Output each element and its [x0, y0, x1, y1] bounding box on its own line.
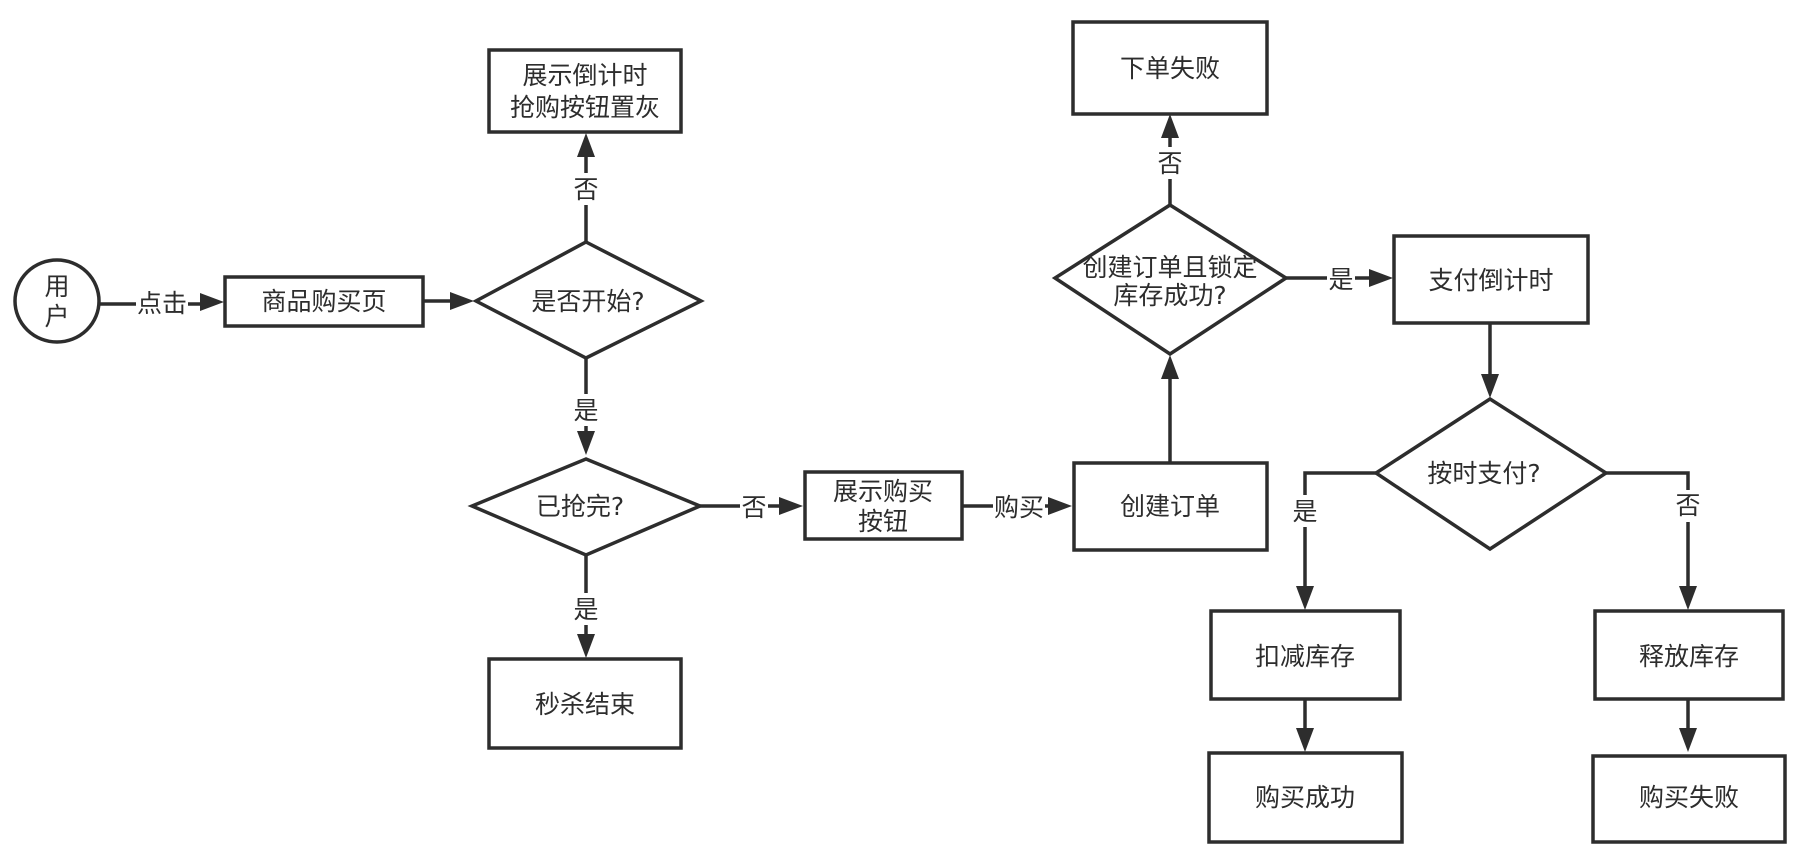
decision-node-paid-on-time: 按时支付? [1372, 396, 1610, 552]
node-label-line: 创建订单且锁定 [1082, 253, 1257, 282]
node-label-line: 抢购按钮置灰 [510, 93, 660, 122]
arrowhead [1296, 586, 1314, 610]
node-label-line: 商品购买页 [261, 287, 386, 316]
arrowhead [779, 497, 803, 515]
process-node-countdown-grey: 展示倒计时 抢购按钮置灰 [487, 48, 683, 134]
arrowhead [1161, 355, 1179, 379]
node-label-line: 按钮 [858, 507, 908, 536]
edge-label-start-no: 否 [573, 175, 598, 204]
node-label-line: 释放库存 [1639, 642, 1739, 671]
edge-label-lock-no: 否 [1157, 149, 1182, 178]
node-label-line: 按时支付? [1427, 459, 1540, 488]
edge-paid-yes-to-deduct [1303, 471, 1376, 590]
edge-paid-no-to-release [1604, 471, 1690, 590]
arrowhead [1369, 269, 1393, 287]
edge-label-pay-no: 否 [1675, 491, 1700, 520]
edge-label-sold-no: 否 [741, 493, 766, 522]
node-label-line: 已抢完? [536, 492, 624, 521]
node-label-line: 扣减库存 [1255, 642, 1355, 671]
edge-label-lock-yes: 是 [1328, 265, 1353, 294]
node-label-line: 创建订单 [1120, 492, 1220, 521]
node-label-line: 户 [44, 302, 69, 331]
terminal-node-seckill-end: 秒杀结束 [487, 657, 683, 750]
process-node-deduct-stock: 扣减库存 [1209, 609, 1402, 701]
edge-label-start-yes: 是 [573, 396, 598, 425]
process-node-product-page: 商品购买页 [223, 275, 425, 328]
edge-label-pay-yes: 是 [1292, 497, 1317, 526]
edge-label-buy: 购买 [994, 493, 1044, 522]
node-label-line: 用 [44, 272, 69, 301]
arrowhead [1481, 374, 1499, 398]
arrowhead [1296, 728, 1314, 752]
node-label-line: 展示购买 [833, 477, 933, 506]
terminal-node-order-failed: 下单失败 [1071, 20, 1269, 116]
node-label-line: 展示倒计时 [522, 61, 647, 90]
terminal-node-buy-failed: 购买失败 [1591, 754, 1787, 844]
decision-node-create-lock-success: 创建订单且锁定 库存成功? [1051, 202, 1290, 357]
arrowhead [577, 431, 595, 455]
arrowhead [1679, 586, 1697, 610]
edge-labels: 点击 否 是 是 否 购买 否 是 是 否 [136, 147, 1702, 625]
process-node-show-buy-button: 展示购买 按钮 [803, 470, 964, 541]
node-label-line: 库存成功? [1113, 281, 1226, 310]
arrowhead [1048, 497, 1072, 515]
arrowhead [577, 634, 595, 658]
node-label-line: 购买失败 [1639, 783, 1739, 812]
edge-label-sold-yes: 是 [573, 595, 598, 624]
process-node-release-stock: 释放库存 [1593, 609, 1785, 701]
arrowheads [200, 114, 1697, 752]
process-node-create-order: 创建订单 [1072, 461, 1269, 552]
decision-node-is-started: 是否开始? [472, 240, 705, 360]
arrowhead [1679, 728, 1697, 752]
start-node-user: 用 户 [13, 258, 101, 344]
terminal-node-buy-success: 购买成功 [1207, 751, 1404, 844]
process-node-pay-countdown: 支付倒计时 [1392, 234, 1590, 325]
arrowhead [200, 293, 224, 311]
node-label-line: 是否开始? [531, 287, 644, 316]
node-label-line: 支付倒计时 [1428, 266, 1553, 295]
arrowhead [1161, 114, 1179, 138]
edge-label-click: 点击 [137, 289, 187, 318]
decision-node-sold-out: 已抢完? [467, 457, 705, 557]
node-label-line: 下单失败 [1120, 54, 1220, 83]
node-label-line: 购买成功 [1255, 783, 1355, 812]
node-label-line: 秒杀结束 [535, 690, 635, 719]
arrowhead [450, 292, 474, 310]
arrowhead [577, 133, 595, 157]
